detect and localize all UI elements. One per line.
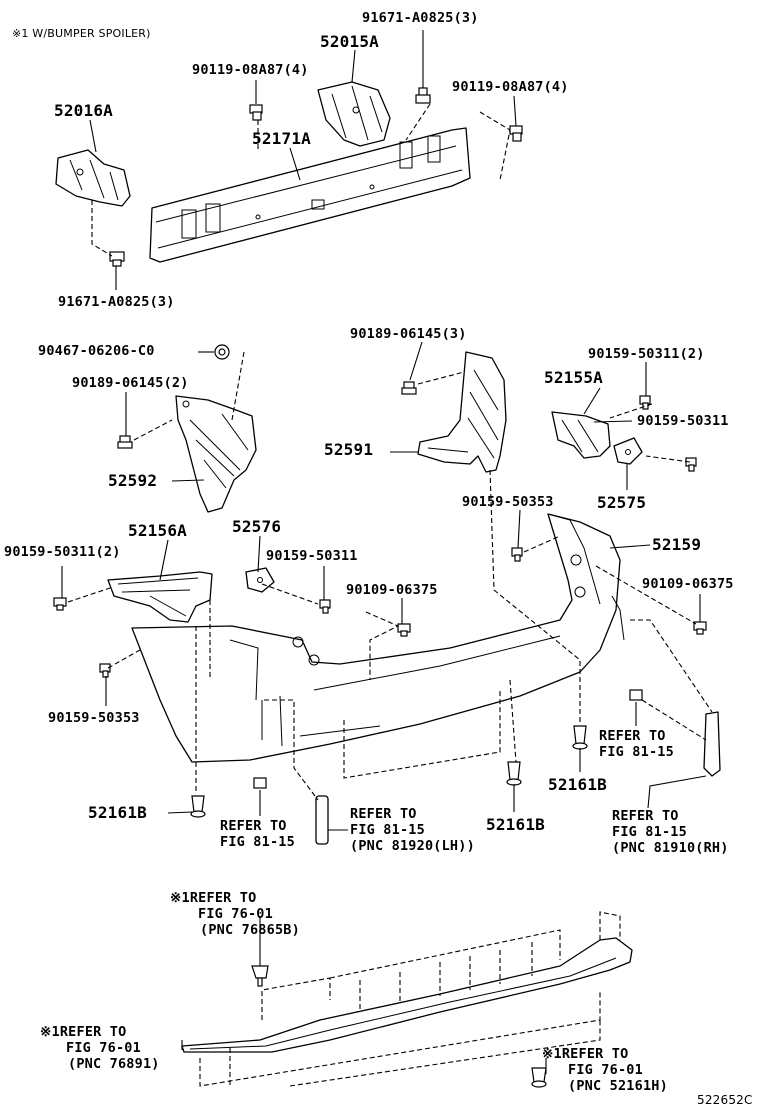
- part-label-91671-top[interactable]: 91671-A0825(3): [362, 10, 479, 26]
- header-note: ※1 W/BUMPER SPOILER): [12, 27, 151, 40]
- part-label-90109-m[interactable]: 90109-06375: [346, 582, 438, 598]
- part-label-52576[interactable]: 52576: [232, 517, 282, 536]
- assembly-dashed-lines: [67, 103, 713, 801]
- ref-line: FIG 76-01: [198, 906, 273, 922]
- bracket-52016A: [55, 149, 131, 207]
- ref-line: ※1REFER TO: [40, 1024, 127, 1040]
- screw-90159-50311-r: [685, 457, 697, 472]
- reflector-right: [703, 711, 721, 777]
- bracket-52575: [613, 437, 643, 465]
- bolt-91671-bottom: [109, 251, 125, 267]
- part-label-52015A[interactable]: 52015A: [320, 32, 379, 51]
- ref-line: FIG 81-15: [220, 834, 295, 850]
- ref-line: REFER TO: [612, 808, 679, 824]
- leader-lines: [61, 30, 707, 1074]
- bolt-90119-right: [509, 125, 523, 142]
- ref-line: REFER TO: [220, 818, 287, 834]
- part-label-52171A[interactable]: 52171A: [252, 129, 311, 148]
- reflector-left: [315, 795, 329, 845]
- screw-90159-50353-r: [511, 547, 523, 562]
- clip-52161B-m: [506, 761, 522, 786]
- screw-90189-top: [401, 381, 417, 395]
- part-label-52161B-m[interactable]: 52161B: [486, 815, 545, 834]
- bolt-91671-top: [415, 87, 431, 104]
- bracket-52576: [245, 567, 275, 593]
- screw-90159-50311-2r: [639, 395, 651, 410]
- part-label-90159-50353-r[interactable]: 90159-50353: [462, 494, 554, 510]
- ref-fig-81-15-center[interactable]: REFER TO FIG 81-15 (PNC 81920(LH)): [350, 806, 475, 854]
- part-label-90119-right[interactable]: 90119-08A87(4): [452, 79, 569, 95]
- part-label-52592[interactable]: 52592: [108, 471, 158, 490]
- ref-line: (PNC 81910(RH): [612, 840, 729, 856]
- part-label-52156A[interactable]: 52156A: [128, 521, 187, 540]
- part-label-90189-left[interactable]: 90189-06145(2): [72, 375, 189, 391]
- part-label-52159[interactable]: 52159: [652, 535, 702, 554]
- screw-90189-left: [117, 435, 133, 449]
- screw-90159-50353-l: [99, 663, 111, 678]
- diagram-id: 522652C: [697, 1093, 753, 1107]
- clip-52161B-l: [190, 795, 206, 818]
- part-label-52161B-r[interactable]: 52161B: [548, 775, 607, 794]
- ref-line: FIG 81-15: [350, 822, 425, 838]
- nut-90467: [214, 344, 230, 360]
- screw-90159-50311-m: [319, 599, 331, 614]
- ref-fig-81-15-right-upper[interactable]: REFER TO FIG 81-15: [599, 728, 674, 760]
- clip-76865B: [251, 965, 269, 987]
- part-label-90119-left[interactable]: 90119-08A87(4): [192, 62, 309, 78]
- ref-fig-76-01-left[interactable]: ※1REFER TO FIG 76-01 (PNC 76891): [40, 1024, 160, 1072]
- ref-line: (PNC 76891): [68, 1056, 160, 1072]
- ref-fig-81-15-right-lower[interactable]: REFER TO FIG 81-15 (PNC 81910(RH): [612, 808, 729, 856]
- ref-line: ※1REFER TO: [170, 890, 257, 906]
- part-label-90467[interactable]: 90467-06206-C0: [38, 343, 155, 359]
- part-label-90109-r[interactable]: 90109-06375: [642, 576, 734, 592]
- part-label-90159-50311-2l[interactable]: 90159-50311(2): [4, 544, 121, 560]
- retainer-52156A: [107, 571, 213, 623]
- part-label-52575[interactable]: 52575: [597, 493, 647, 512]
- ref-fig-76-01-top[interactable]: ※1REFER TO FIG 76-01 (PNC 76865B): [170, 890, 300, 938]
- part-label-52591[interactable]: 52591: [324, 440, 374, 459]
- retainer-52592: [175, 395, 257, 513]
- part-label-91671-bottom[interactable]: 91671-A0825(3): [58, 294, 175, 310]
- bracket-52015A: [317, 81, 391, 147]
- retainer-52591: [417, 351, 507, 473]
- clip-refer-81-15-r: [629, 689, 643, 701]
- bumper-reinforcement-52171A: [149, 127, 471, 263]
- part-label-90159-50353-l[interactable]: 90159-50353: [48, 710, 140, 726]
- retainer-52155A: [551, 411, 611, 459]
- part-label-90159-50311-r[interactable]: 90159-50311: [637, 413, 729, 429]
- ref-line: (PNC 76865B): [200, 922, 300, 938]
- bumper-cover: [131, 513, 625, 763]
- clip-52161B-r: [572, 725, 588, 750]
- ref-fig-81-15-left[interactable]: REFER TO FIG 81-15: [220, 818, 295, 850]
- clip-refer-81-15-l: [253, 777, 267, 789]
- ref-fig-76-01-right[interactable]: ※1REFER TO FIG 76-01 (PNC 52161H): [542, 1046, 668, 1094]
- part-label-52161B-l[interactable]: 52161B: [88, 803, 147, 822]
- ref-line: FIG 76-01: [568, 1062, 643, 1078]
- ref-line: FIG 76-01: [66, 1040, 141, 1056]
- ref-line: REFER TO: [350, 806, 417, 822]
- ref-line: (PNC 81920(LH)): [350, 838, 475, 854]
- bolt-90109-m: [397, 623, 411, 637]
- bumper-spoiler: [181, 911, 633, 1087]
- ref-line: FIG 81-15: [599, 744, 674, 760]
- part-label-52016A[interactable]: 52016A: [54, 101, 113, 120]
- ref-line: REFER TO: [599, 728, 666, 744]
- ref-line: FIG 81-15: [612, 824, 687, 840]
- part-label-90189-top[interactable]: 90189-06145(3): [350, 326, 467, 342]
- screw-90159-50311-2l: [53, 597, 67, 611]
- part-label-52155A[interactable]: 52155A: [544, 368, 603, 387]
- bolt-90119-left: [249, 104, 263, 121]
- ref-line: ※1REFER TO: [542, 1046, 629, 1062]
- part-label-90159-50311-2r[interactable]: 90159-50311(2): [588, 346, 705, 362]
- part-label-90159-50311-m[interactable]: 90159-50311: [266, 548, 358, 564]
- clip-52161H: [531, 1067, 547, 1088]
- ref-line: (PNC 52161H): [568, 1078, 668, 1094]
